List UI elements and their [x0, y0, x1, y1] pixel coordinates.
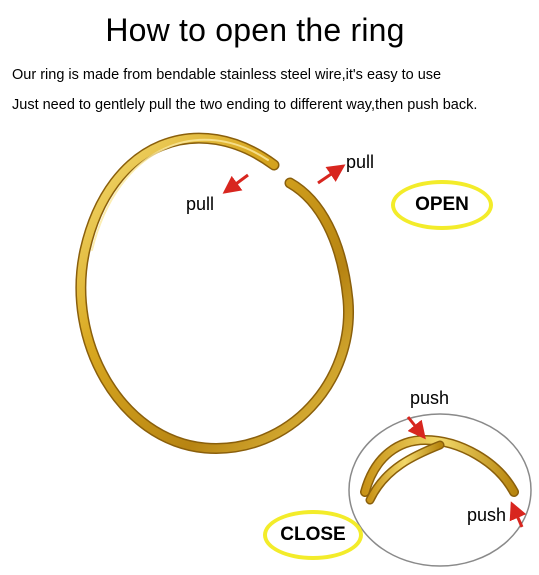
open-ring — [75, 132, 354, 454]
push-top-arrow — [406, 416, 426, 440]
description-line-2: Just need to gentlely pull the two endin… — [12, 97, 478, 113]
push-bottom-arrow — [509, 501, 527, 528]
close-badge: CLOSE — [263, 510, 363, 560]
open-badge: OPEN — [391, 180, 493, 230]
pull-left-label: pull — [186, 194, 215, 214]
description-line-1: Our ring is made from bendable stainless… — [12, 67, 442, 83]
page-title: How to open the ring — [105, 12, 405, 48]
close-detail — [348, 413, 532, 567]
push-bottom-label: push — [467, 505, 507, 525]
pull-right-label: pull — [346, 152, 375, 172]
pull-left-arrow — [222, 173, 249, 194]
push-top-label: push — [410, 388, 450, 408]
pull-right-arrow — [317, 164, 346, 185]
